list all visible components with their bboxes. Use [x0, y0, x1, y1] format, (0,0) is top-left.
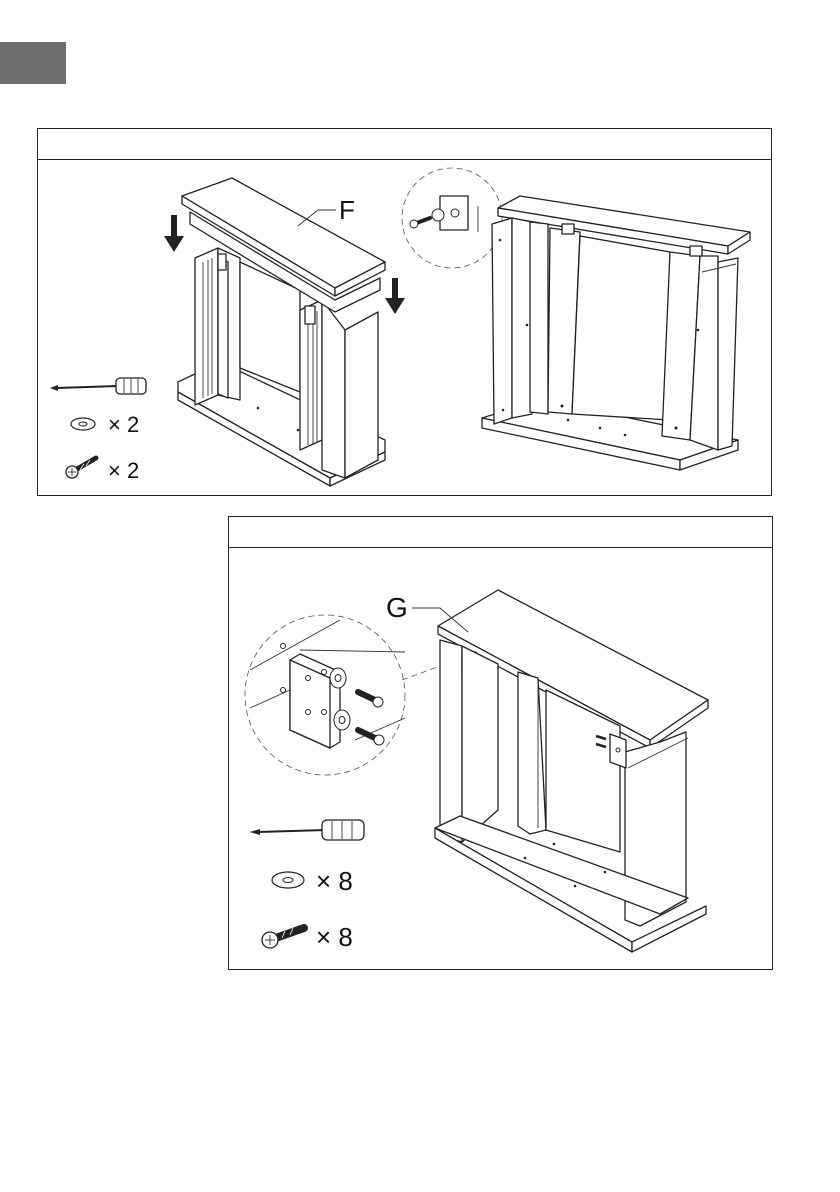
- screwdriver-icon: [250, 820, 364, 840]
- step-1-mantel-assembly: F: [164, 178, 405, 486]
- down-arrow-icon: [164, 215, 184, 252]
- screwdriver-icon: [50, 378, 146, 394]
- step-2-top-assembly: G: [245, 590, 708, 952]
- step-1-washer-quantity: × 2: [108, 412, 139, 437]
- step-2-washer-quantity: × 8: [316, 866, 353, 896]
- down-arrow-icon: [385, 278, 405, 314]
- screw-icon: [66, 458, 96, 478]
- part-label-g: G: [386, 592, 408, 623]
- washer-icon: [71, 418, 95, 430]
- screw-icon: [262, 928, 304, 948]
- step-1-back-view: [402, 168, 750, 470]
- part-label-f: F: [339, 195, 355, 225]
- step-2-screw-quantity: × 8: [316, 922, 353, 952]
- washer-icon: [272, 872, 304, 888]
- step-1-screw-quantity: × 2: [108, 458, 139, 483]
